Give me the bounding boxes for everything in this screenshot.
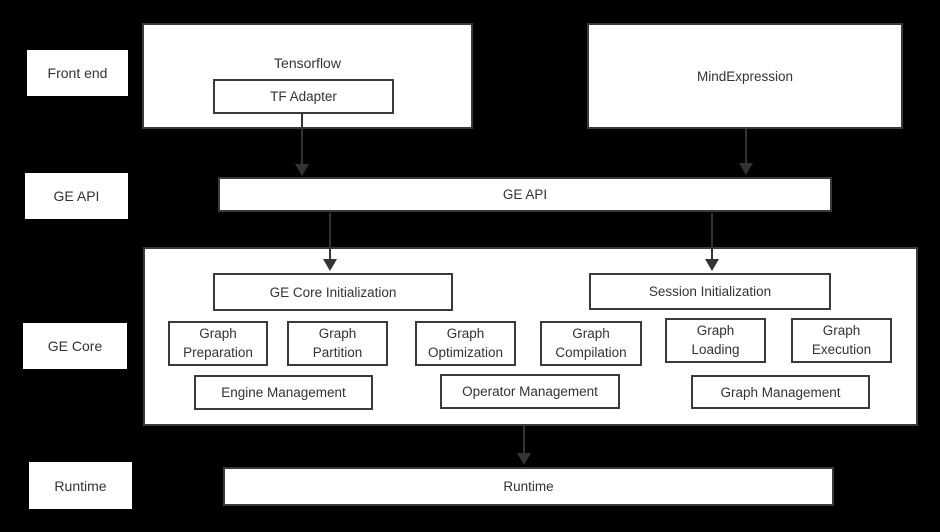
arrow-tf-adapter-to-ge-api <box>295 114 309 176</box>
tensorflow-title: Tensorflow <box>274 55 341 71</box>
row-label-front-end: Front end <box>27 50 128 96</box>
arrow-head-icon <box>323 259 337 271</box>
ge-core-initialization-box: GE Core Initialization <box>213 273 453 311</box>
graph-partition-box: Graph Partition <box>287 321 388 366</box>
arrow-ge-api-to-session-initialization <box>705 213 719 271</box>
engine-management-box: Engine Management <box>194 375 373 410</box>
graph-optimization-box: Graph Optimization <box>415 321 516 366</box>
arrow-head-icon <box>295 164 309 176</box>
arrow-mindexpression-to-ge-api <box>739 129 753 175</box>
graph-loading-box: Graph Loading <box>665 318 766 363</box>
arrow-ge-api-to-ge-core-initialization <box>323 213 337 271</box>
row-label-ge-core: GE Core <box>23 323 127 369</box>
graph-preparation-box: Graph Preparation <box>168 321 268 366</box>
runtime-bar: Runtime <box>223 467 834 506</box>
operator-management-box: Operator Management <box>440 374 620 409</box>
arrow-shaft <box>745 129 747 164</box>
session-initialization-box: Session Initialization <box>589 273 831 310</box>
row-label-ge-api: GE API <box>25 173 128 219</box>
arrow-shaft <box>301 114 303 165</box>
arrow-head-icon <box>517 453 531 465</box>
ge-api-bar: GE API <box>218 177 832 212</box>
arrow-head-icon <box>739 163 753 175</box>
mindexpression-box: MindExpression <box>587 23 903 129</box>
arrow-ge-core-to-runtime <box>517 426 531 465</box>
graph-compilation-box: Graph Compilation <box>540 321 642 366</box>
arrow-shaft <box>711 213 713 260</box>
graph-management-box: Graph Management <box>691 375 870 409</box>
graph-execution-box: Graph Execution <box>791 318 892 363</box>
row-label-runtime: Runtime <box>29 462 132 509</box>
arrow-head-icon <box>705 259 719 271</box>
arrow-shaft <box>523 426 525 454</box>
tf-adapter-box: TF Adapter <box>213 79 394 114</box>
arrow-shaft <box>329 213 331 260</box>
